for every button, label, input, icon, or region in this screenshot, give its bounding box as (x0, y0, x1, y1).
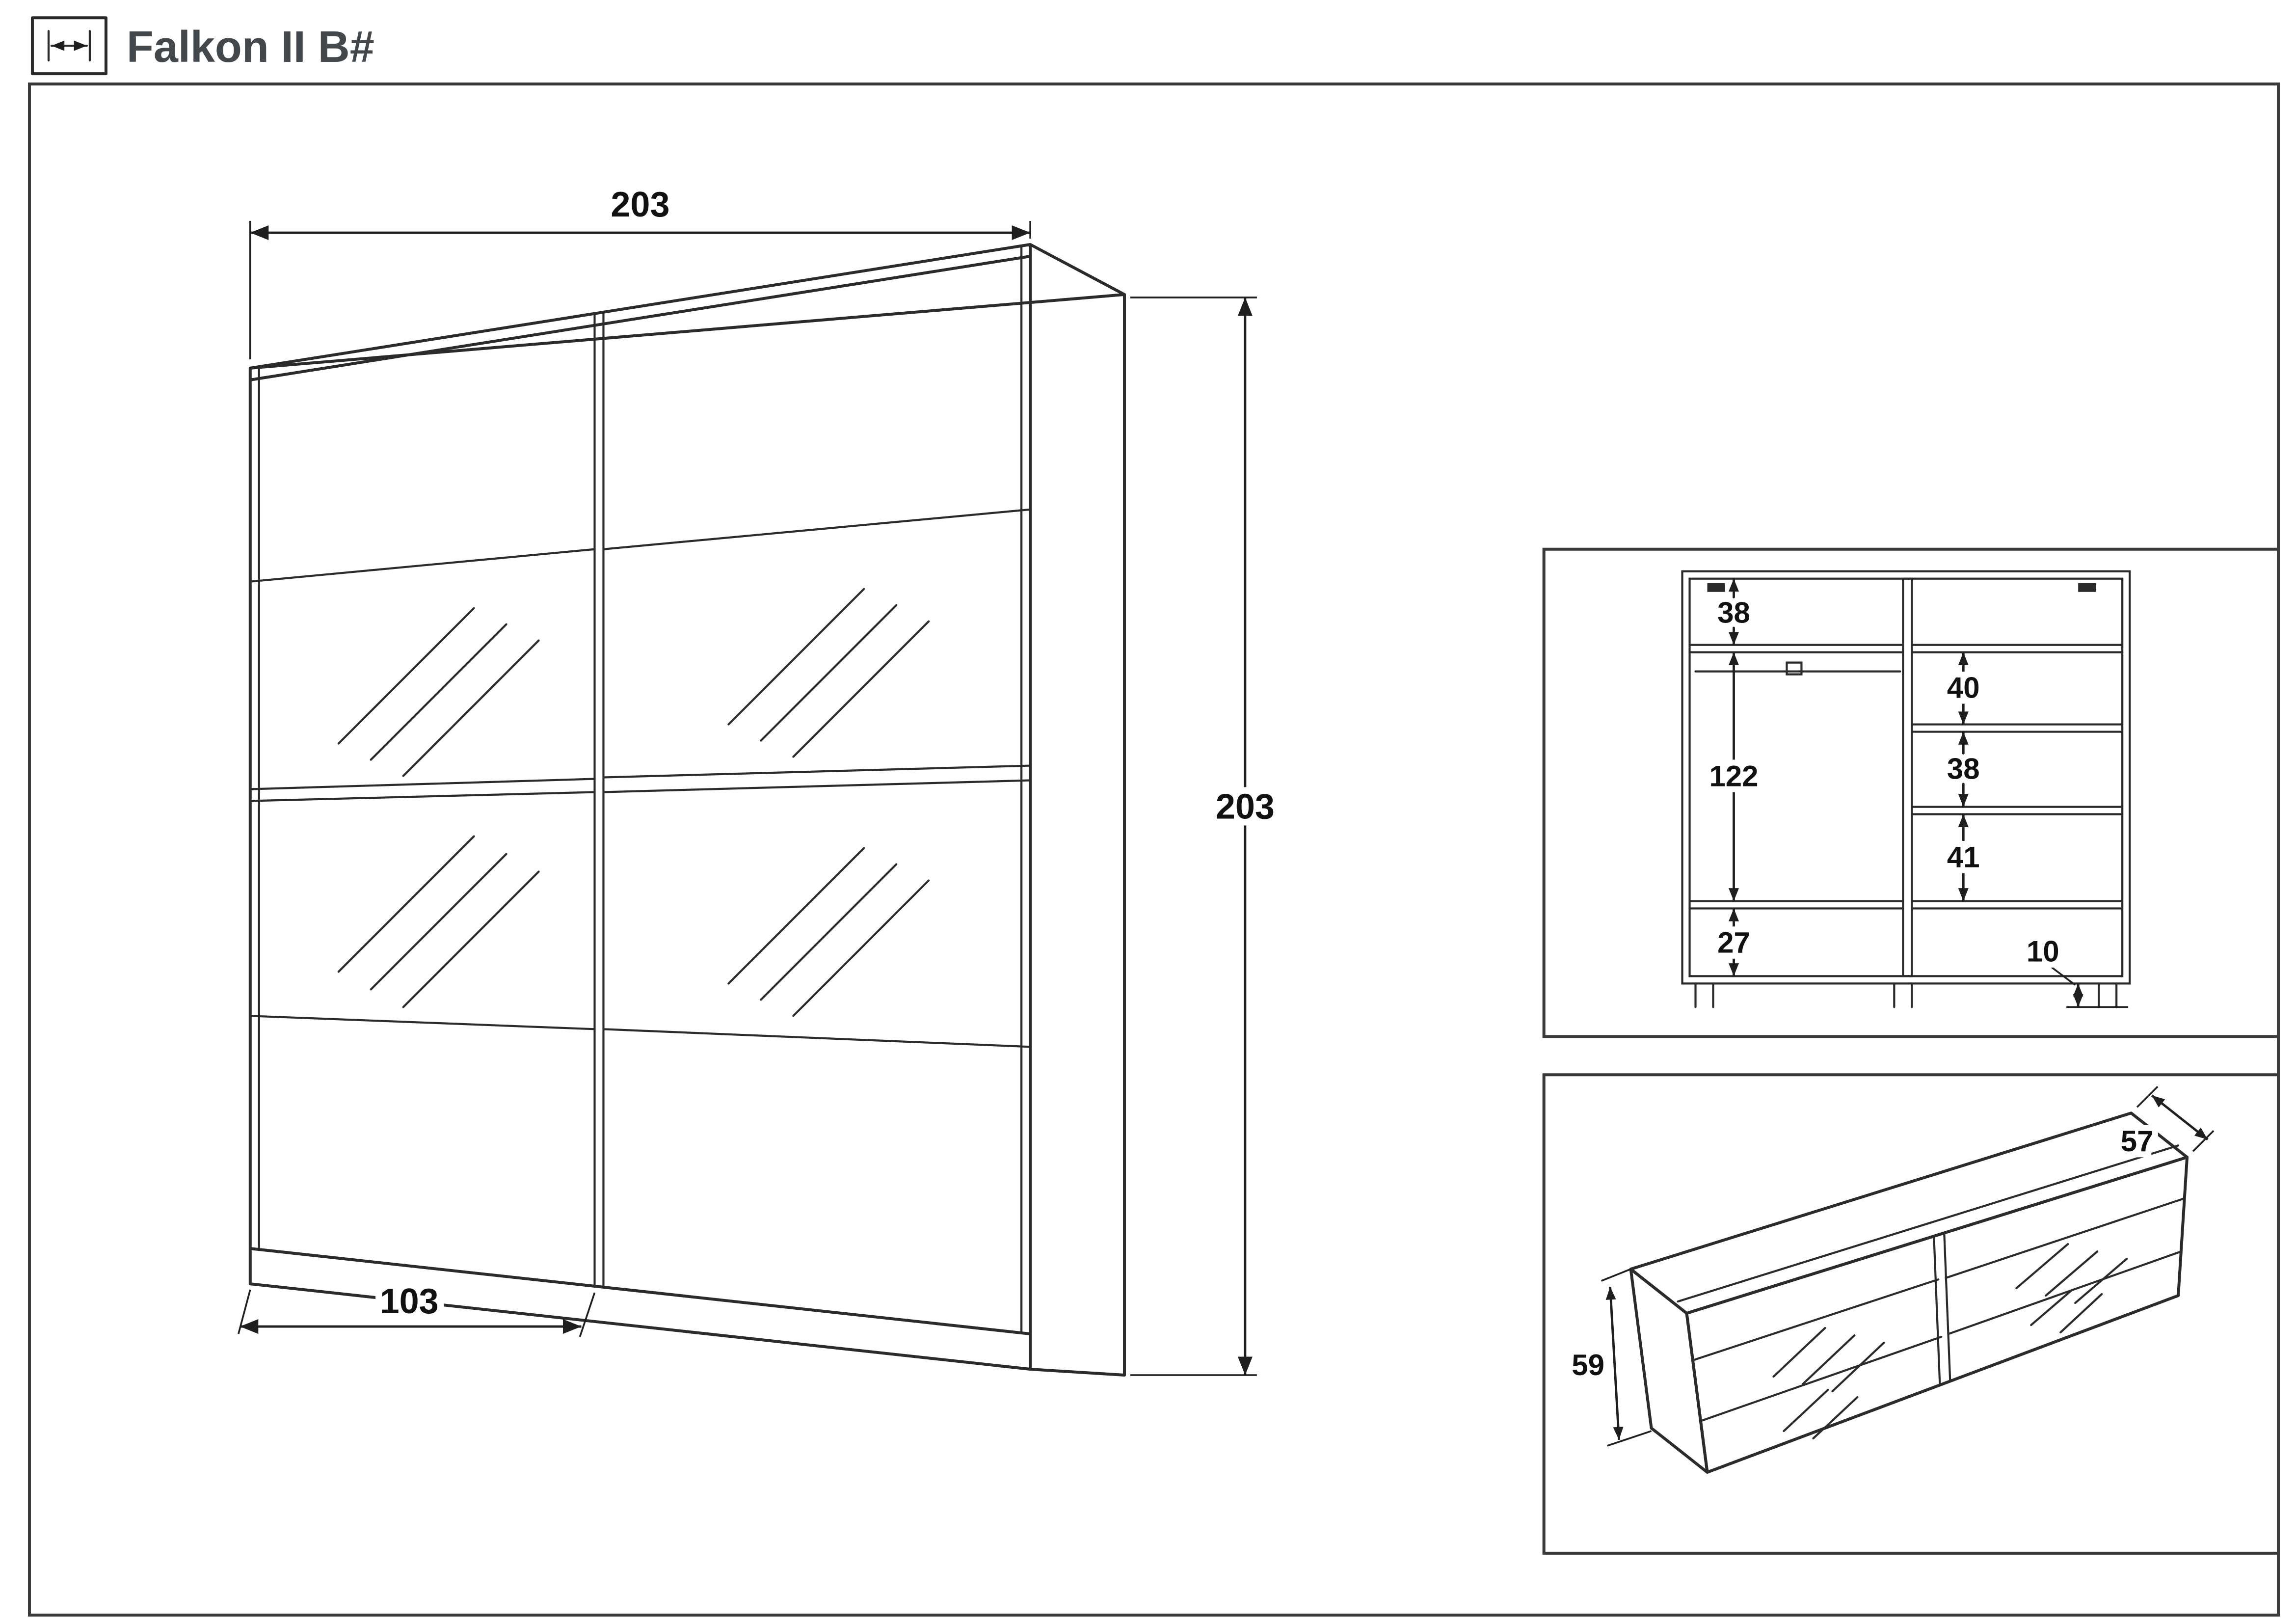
dimension-height: 203 (1130, 297, 1281, 1376)
dimension-right-shelf-low-label: 41 (1947, 840, 1980, 873)
icon-end-bars (47, 30, 91, 62)
dimension-plinth: 10 (2021, 929, 2129, 1008)
dimension-door-width: 103 (238, 1275, 596, 1337)
door-glider-marks (1707, 583, 2096, 592)
dimension-door-width-label: 103 (380, 1282, 439, 1321)
dimension-carcass-depth-line (2151, 1094, 2209, 1141)
width-measure-icon (30, 16, 107, 76)
top-view-door-frames (1691, 1197, 2186, 1422)
sliding-door-frames (249, 244, 1032, 1334)
dimension-total-depth-extensions (1601, 1268, 1652, 1447)
dimension-carcass-depth: 57 (2115, 1085, 2215, 1164)
inset-top-frame (1542, 1073, 2280, 1555)
dimension-carcass-depth-label: 57 (2121, 1125, 2154, 1158)
dimension-height-label: 203 (1216, 787, 1275, 826)
dimension-right-shelf-top-label: 40 (1947, 672, 1980, 704)
header: Falkon II B# (30, 16, 374, 76)
hanging-rail (1694, 661, 1901, 676)
dimension-bottom-gap-label: 27 (1717, 926, 1750, 959)
dimension-total-depth-line (1605, 1286, 1624, 1440)
dimension-width: 203 (249, 179, 1031, 359)
icon-frame (30, 16, 107, 76)
glass-pane-hatching (337, 588, 930, 1017)
left-end-face (1629, 1268, 1709, 1474)
dimension-plinth-leader (2051, 966, 2129, 1008)
dimension-right-shelf-mid-label: 38 (1947, 753, 1980, 785)
dimension-total-depth-label: 59 (1572, 1349, 1604, 1381)
wardrobe-body-outline (248, 243, 1126, 1377)
inset-top-view: 57 59 (1542, 1073, 2280, 1555)
dimension-bottom-gap: 27 (1711, 908, 1756, 976)
dimension-hanging-height-label: 122 (1709, 760, 1758, 793)
dimension-total-depth: 59 (1566, 1268, 1652, 1447)
dimension-width-label: 203 (611, 185, 669, 224)
inset-internal-view: 38 122 27 40 38 41 10 (1542, 547, 2280, 1038)
page-title: Falkon II B# (127, 23, 374, 72)
top-view-glass-hatching (1772, 1243, 2128, 1440)
dimension-hanging-height: 122 (1703, 652, 1764, 901)
dimension-plinth-label: 10 (2027, 935, 2059, 968)
inset-internal-frame (1542, 547, 2280, 1038)
dimension-height-extensions (1130, 297, 1257, 1376)
dimension-carcass-depth-extensions (2136, 1085, 2215, 1152)
plinth-feet (1694, 982, 2118, 1008)
main-wardrobe-drawing: 203 203 103 (238, 179, 1281, 1377)
dimension-right-shelf-top: 40 (1941, 652, 1986, 725)
dimension-top-gap-label: 38 (1717, 596, 1750, 629)
dimension-right-shelf-mid: 38 (1941, 731, 1986, 807)
dimension-top-gap: 38 (1711, 578, 1756, 645)
center-partition (1902, 577, 1913, 977)
door-track-line (1677, 1144, 2180, 1303)
dimension-right-shelf-low: 41 (1941, 814, 1986, 901)
carcass-outer (1681, 570, 2131, 985)
dimension-width-extensions (249, 221, 1031, 359)
top-face (1629, 1111, 2189, 1315)
shelves (1688, 644, 2124, 910)
